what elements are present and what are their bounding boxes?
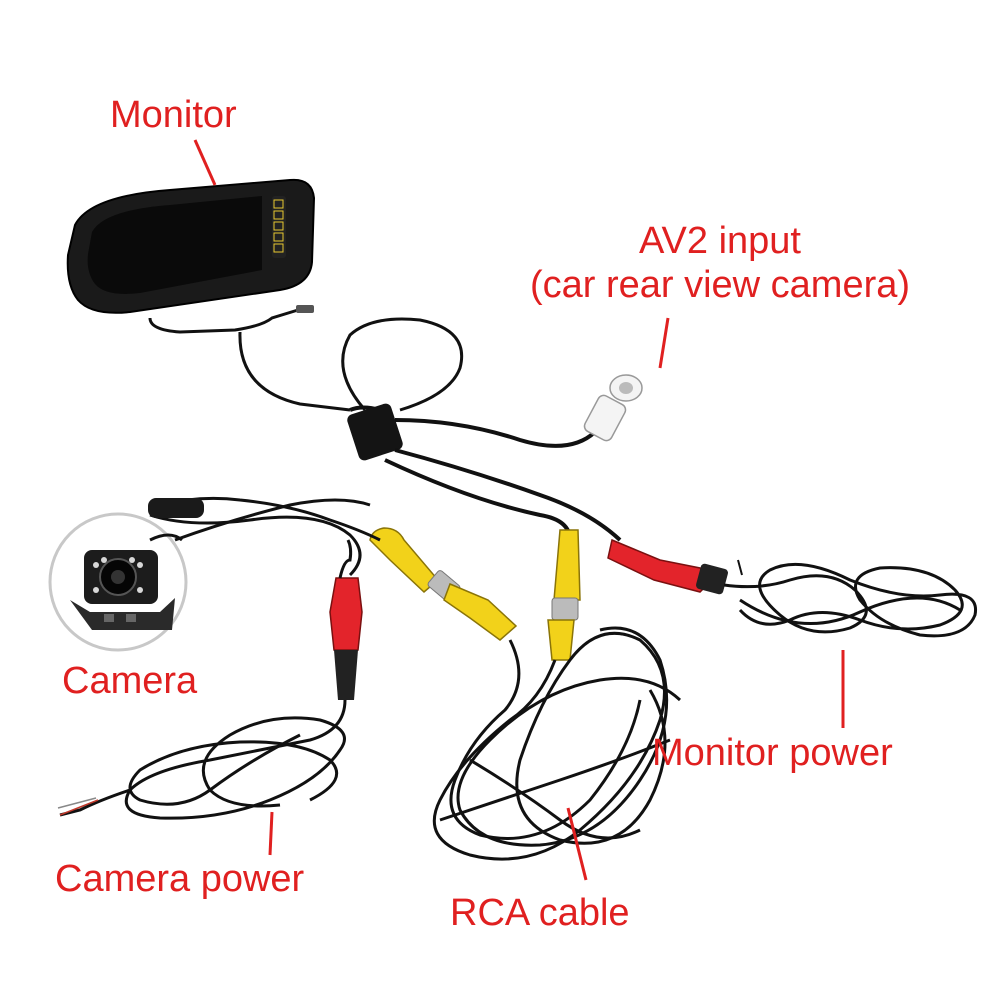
leader-monitor [193,139,217,186]
bare-wire-gray [57,797,97,809]
leader-camera-power [268,811,274,856]
rca-yellow-connectors [369,527,581,661]
label-av2-line1: AV2 input [639,220,801,262]
label-monitor-power: Monitor power [652,732,893,774]
y-splitter-cable [341,317,622,542]
monitor-illustration [66,178,351,412]
camera-power-coil [59,699,347,820]
label-camera: Camera [62,660,198,702]
label-camera-power: Camera power [55,858,305,900]
label-rca-cable: RCA cable [450,892,630,934]
label-av2-line2: (car rear view camera) [529,264,911,306]
rca-cable-coil [432,626,682,861]
camera-illustration [48,512,188,652]
camera-cable-plug [148,498,204,518]
monitor-buttons [273,199,284,253]
leader-lines [193,139,845,881]
bare-wire-red [59,799,99,816]
leader-rca [566,807,588,881]
monitor-power-connector [607,538,978,638]
label-monitor: Monitor [110,94,237,136]
camera-power-connector [329,539,363,700]
leader-av2 [658,317,670,369]
av2-white-connector [583,374,643,442]
